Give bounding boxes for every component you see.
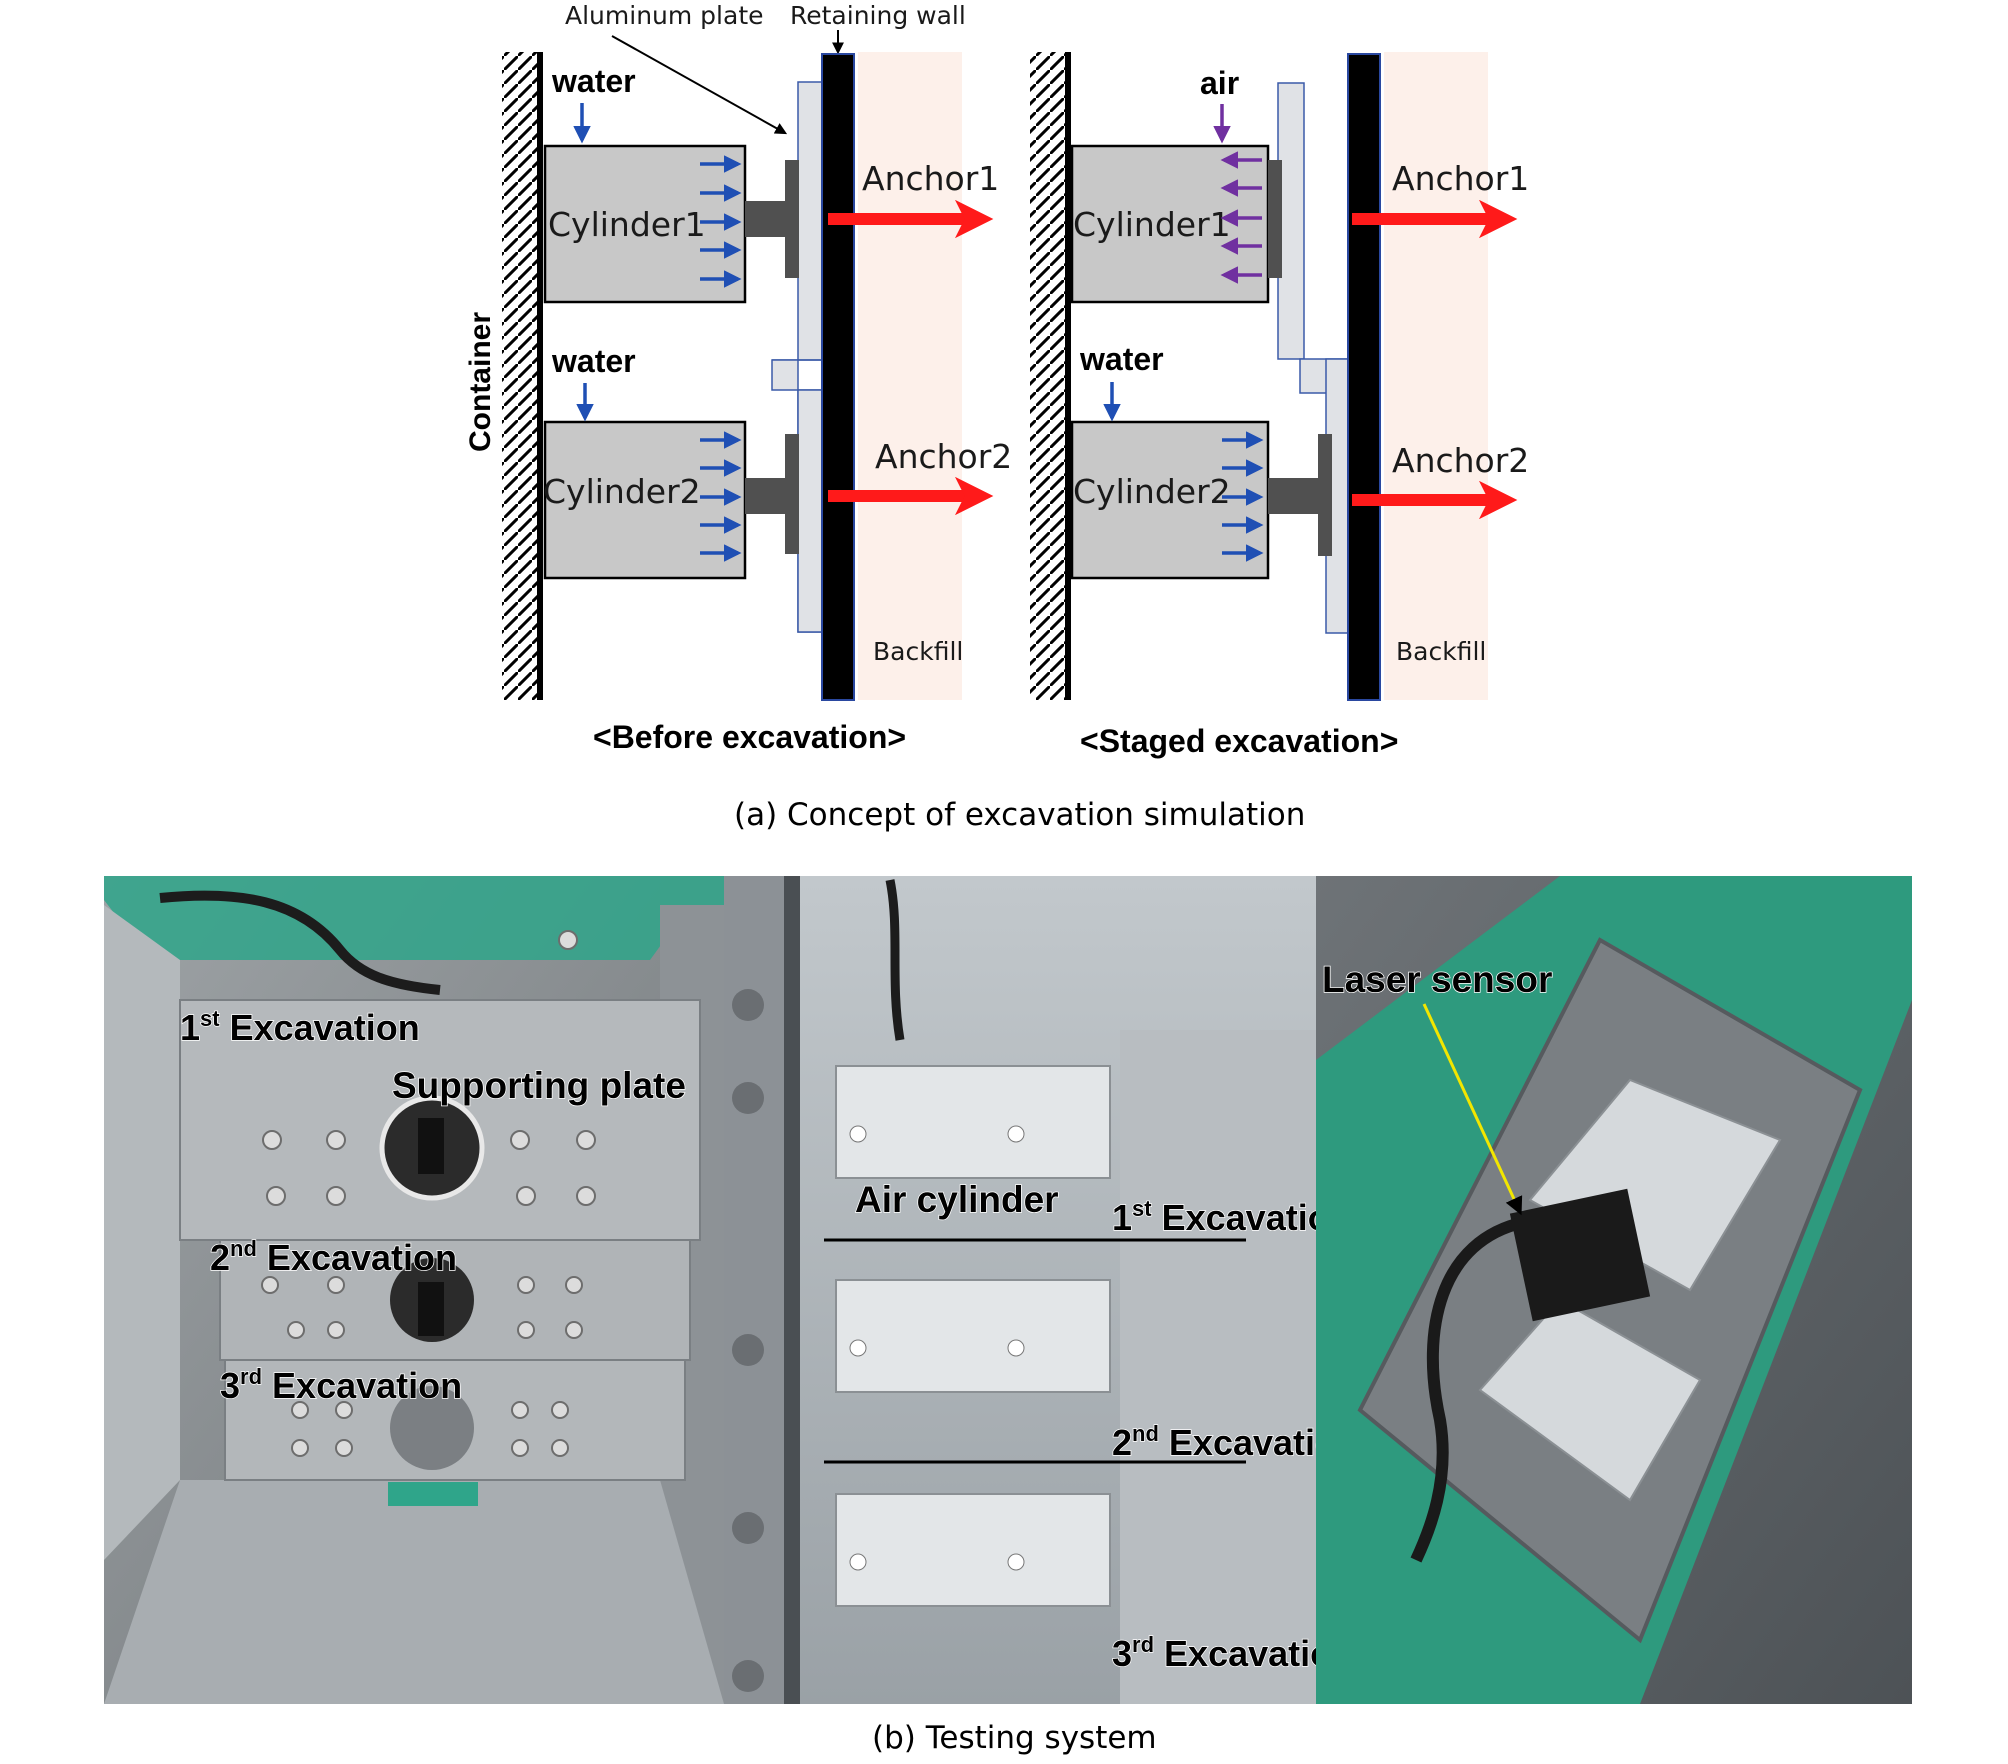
laser-sensor-cable xyxy=(1410,1216,1527,1563)
panel-a-diagram: Aluminum plate Retaining wall Container … xyxy=(464,1,1529,833)
piston-head-2 xyxy=(785,434,799,554)
aluminum-plate-upper xyxy=(797,81,823,361)
water-label-right: water xyxy=(1079,341,1164,377)
sensor-cable xyxy=(159,890,441,995)
retaining-wall-right xyxy=(1347,53,1381,701)
water-label-bottom: water xyxy=(551,343,636,379)
piston-rod-2 xyxy=(745,478,785,514)
staged-excavation-title: <Staged excavation> xyxy=(1080,723,1398,759)
piston-rod-1 xyxy=(745,201,785,237)
cylinder2-right-label: Cylinder2 xyxy=(1073,472,1231,511)
photo1-exc2-label: 2nd Excavation xyxy=(210,1236,457,1278)
air-pressure-arrows xyxy=(1220,151,1262,284)
photo1-exc1-label: 1st Excavation xyxy=(180,1006,420,1048)
photo1-exc3-label: 3rd Excavation xyxy=(220,1364,462,1406)
plate-bolts xyxy=(261,930,596,1457)
piston-head-2-right xyxy=(1318,434,1332,556)
laser-sensor-body xyxy=(1509,1188,1651,1322)
air-cylinder-bodies xyxy=(835,1065,1111,1607)
anchor2-right-label: Anchor2 xyxy=(1392,441,1529,480)
lower-cylinder xyxy=(1478,1298,1702,1502)
container-wall-hatch-right xyxy=(1030,52,1071,700)
water-pressure-arrows-2 xyxy=(700,431,742,562)
container-label: Container xyxy=(464,312,497,452)
panel-b-caption: (b) Testing system xyxy=(872,1720,1157,1756)
side-screws xyxy=(732,989,764,1692)
backfill-label: Backfill xyxy=(873,637,963,666)
panel-a-caption: (a) Concept of excavation simulation xyxy=(734,797,1305,833)
retaining-wall xyxy=(821,53,855,701)
air-cylinder-label: Air cylinder xyxy=(855,1179,1059,1220)
piston-head-1 xyxy=(785,160,799,278)
supporting-plate-label: Supporting plate xyxy=(392,1065,686,1106)
cylinder1-label: Cylinder1 xyxy=(548,205,706,244)
anchor1-label: Anchor1 xyxy=(862,159,999,198)
water-pressure-arrows-1 xyxy=(700,155,742,288)
water-label-top: water xyxy=(551,63,636,99)
photo-supporting-plate: 1st Excavation Supporting plate 2nd Exca… xyxy=(104,876,724,1704)
backfill-label-right: Backfill xyxy=(1396,637,1486,666)
water-pressure-arrows-right xyxy=(1222,431,1264,562)
piston-rod-2-right xyxy=(1268,478,1320,514)
piston-head-1-right xyxy=(1268,160,1282,278)
laser-sensor-label: Laser sensor xyxy=(1322,959,1552,1000)
cylinder1 xyxy=(543,144,747,304)
before-excavation-diagram: Container Cylinder1 Cylinder2 xyxy=(464,52,1012,755)
staged-excavation-diagram: Cylinder1 Cylinder2 air water Anchor1 xyxy=(1030,52,1529,759)
retaining-wall-label: Retaining wall xyxy=(790,1,966,30)
anchor1-right-label: Anchor1 xyxy=(1392,159,1529,198)
aluminum-plate-pointer xyxy=(611,35,788,135)
cylinder2-label: Cylinder2 xyxy=(543,472,701,511)
before-excavation-title: <Before excavation> xyxy=(593,719,906,755)
backfill-zone-right xyxy=(1384,52,1488,700)
anchor2-label: Anchor2 xyxy=(875,437,1012,476)
backfill-zone xyxy=(858,52,962,700)
cylinder1-right-label: Cylinder1 xyxy=(1073,205,1231,244)
container-wall-hatch xyxy=(502,52,543,700)
air-label: air xyxy=(1200,65,1239,101)
photo-air-cylinders: Air cylinder 1st Excavation 2nd Excavati… xyxy=(724,876,1360,1704)
aluminum-plate-label: Aluminum plate xyxy=(565,1,764,30)
panel-b-photos: 1st Excavation Supporting plate 2nd Exca… xyxy=(104,876,1912,1756)
photo-laser-sensor: Laser sensor xyxy=(1316,876,1912,1704)
laser-sensor-pointer xyxy=(1422,1003,1523,1216)
